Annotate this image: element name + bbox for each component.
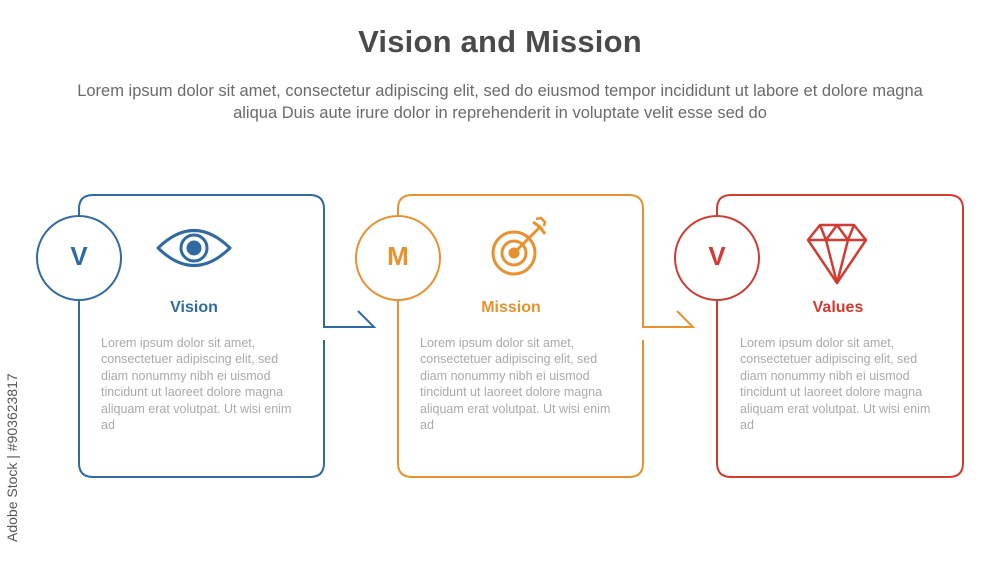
card-mission-circle <box>355 215 441 301</box>
card-values-frame <box>674 194 964 478</box>
page-subtitle: Lorem ipsum dolor sit amet, consectetur … <box>77 82 923 122</box>
page-title: Vision and Mission <box>358 24 642 59</box>
card-values-letter: V <box>708 241 726 271</box>
stock-watermark: Adobe Stock | #903623817 <box>4 373 20 542</box>
card-vision-letter: V <box>70 241 88 271</box>
card-vision-frame <box>36 194 377 478</box>
card-vision-circle <box>36 215 122 301</box>
target-arrow-icon <box>491 216 547 276</box>
card-values-title: Values <box>812 299 864 316</box>
diamond-icon <box>806 223 868 285</box>
card-values-circle <box>674 215 760 301</box>
eye-icon <box>156 229 232 267</box>
card-mission-body: Lorem ipsum dolor sit amet, consectetuer… <box>420 336 611 433</box>
card-values-body: Lorem ipsum dolor sit amet, consectetuer… <box>740 336 931 433</box>
card-mission-frame <box>355 194 696 478</box>
card-vision-body: Lorem ipsum dolor sit amet, consectetuer… <box>101 336 292 433</box>
card-mission-title: Mission <box>481 299 541 316</box>
card-mission-letter: M <box>387 241 409 271</box>
card-vision-title: Vision <box>170 299 218 316</box>
